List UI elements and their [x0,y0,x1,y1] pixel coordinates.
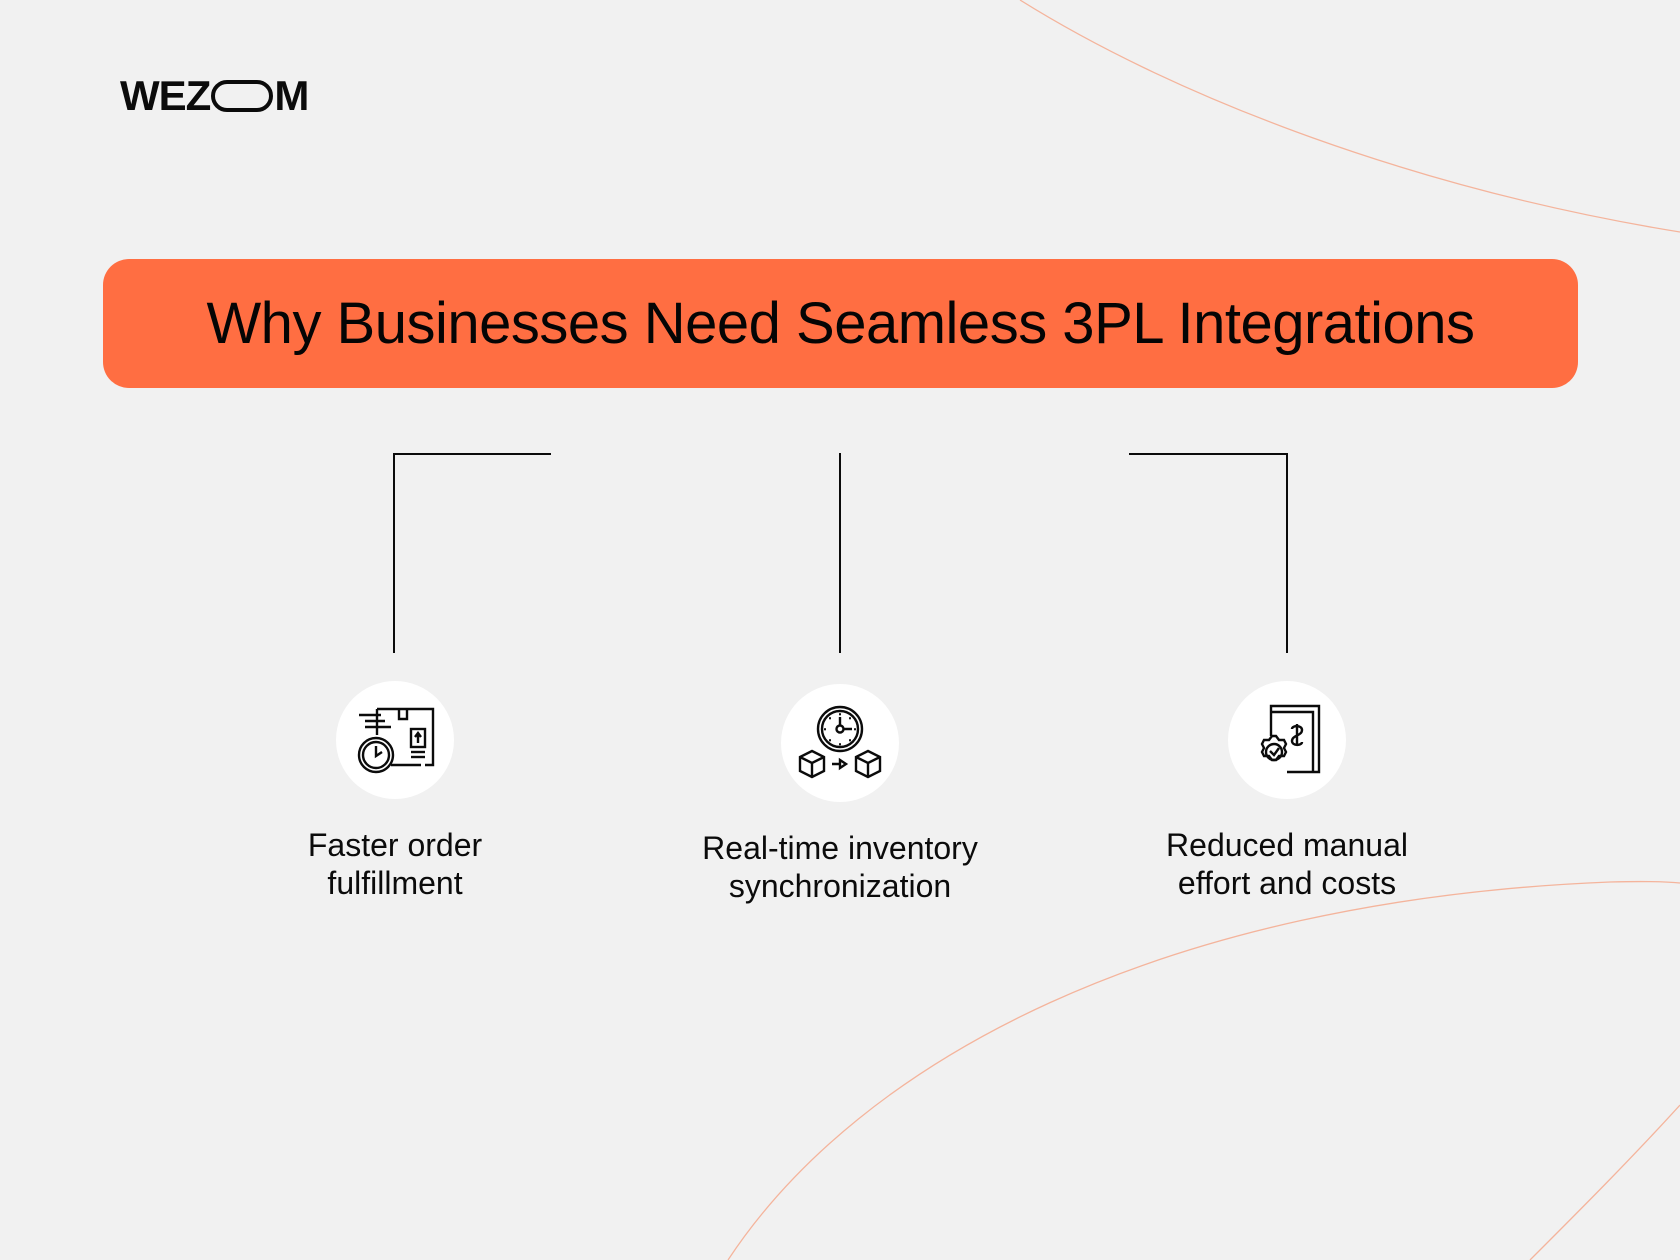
benefit-label-line2: synchronization [728,868,952,904]
benefit-label-line2: fulfillment [327,865,463,901]
benefit-item-inventory-sync: Real-time inventory synchronization [660,684,1020,905]
benefit-label: Real-time inventory synchronization [660,829,1020,905]
icon-circle [1228,681,1346,799]
bottom-arc [727,880,1680,1260]
clock-boxes-sync-icon [798,705,882,779]
cost-book-gear-icon [1260,704,1321,774]
benefit-item-fulfillment: Faster order fulfillment [215,681,575,902]
logo-oval-icon [211,80,274,112]
benefit-label-line1: Faster order [307,827,483,863]
benefit-label-line1: Reduced manual [1166,827,1408,863]
benefit-label-line2: effort and costs [1177,865,1397,901]
logo-text-right: M [274,72,309,119]
connector-center-vertical [839,453,841,653]
top-arc [1019,0,1680,233]
benefit-label: Reduced manual effort and costs [1107,826,1467,902]
page-title: Why Businesses Need Seamless 3PL Integra… [206,291,1475,356]
benefit-label: Faster order fulfillment [215,826,575,902]
title-banner: Why Businesses Need Seamless 3PL Integra… [103,259,1578,388]
wezom-logo: WEZ M [120,72,309,119]
benefit-label-line1: Real-time inventory [702,830,978,866]
connector-left-horizontal [393,453,551,455]
benefit-item-reduced-costs: Reduced manual effort and costs [1107,681,1467,902]
bottom-arc-inner [1529,1104,1680,1260]
connector-right-horizontal [1129,453,1288,455]
connector-left-vertical [393,453,395,653]
box-clock-icon [357,707,435,774]
logo-text-left: WEZ [120,72,211,119]
connector-right-vertical [1286,453,1288,653]
icon-circle [336,681,454,799]
icon-circle [781,684,899,802]
